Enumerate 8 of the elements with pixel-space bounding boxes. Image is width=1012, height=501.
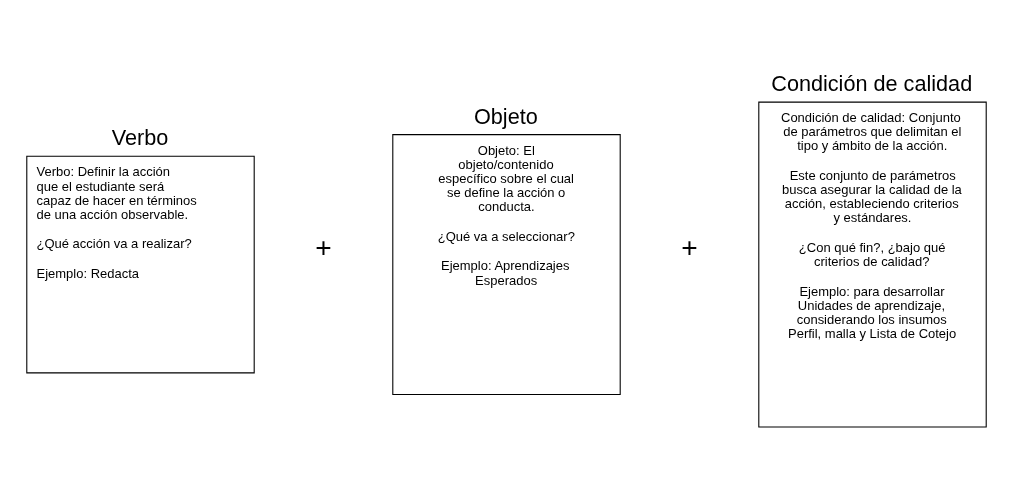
node-box: Objeto: El objeto/contenido específico sobre el cual se define la acción o conducta. ¿Qué va a seleccionar? Ejemplo: Aprendizajes Esperados [391,134,621,396]
label: + [314,232,332,264]
node-box: Verbo: Definir la acción que el estudiante será capaz de hacer en términos de una acción observable. ¿Qué acción va a realizar? Ejemplo: Redacta [25,155,255,374]
label: + [680,232,698,264]
node-box: Condición de calidad: Conjunto de parámetros que delimitan el tipo y ámbito de la acción. Este conjunto de parámetros busca asegurar la calidad de la acción, estableciendo criterios y estándares. ¿Con qué fin?, ¿bajo qué criterios de calidad? Ejemplo: para desarrollar Unidades de aprendizaje, considerando los insumos Perfil, malla y Lista de Cotejo [757,101,987,428]
node-label: Condición de calidad [770,71,972,97]
node-label: Verbo [111,125,168,151]
node-label: Objeto [473,103,538,129]
